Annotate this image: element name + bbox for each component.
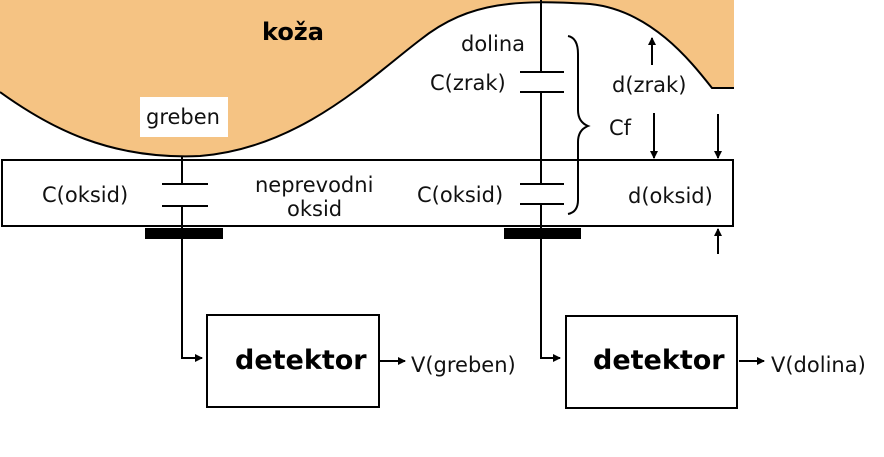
d-air-label: d(zrak) [612, 73, 686, 97]
valley-electrode [504, 228, 581, 239]
ridge-signal-wire [181, 239, 203, 362]
c-oxide-left-label: C(oksid) [42, 183, 128, 207]
detector-valley: detektor V(dolina) [565, 315, 866, 409]
valley-column: dolina C(zrak) C(oksid) [417, 0, 581, 362]
ridge-label-box [140, 97, 228, 137]
detector-valley-label: detektor [593, 345, 725, 376]
skin-label: koža [262, 18, 324, 46]
cf-brace [567, 35, 591, 215]
c-oxide-right-label: C(oksid) [417, 183, 503, 207]
valley-label: dolina [461, 32, 525, 56]
detector-valley-box [565, 315, 738, 409]
detector-ridge-label: detektor [235, 345, 367, 376]
skin-outline [0, 1, 734, 158]
detector-ridge-output: V(greben) [411, 353, 516, 377]
valley-signal-wire [540, 239, 561, 362]
c-air-label: C(zrak) [430, 71, 506, 95]
ridge-column: C(oksid) [42, 157, 223, 362]
detector-valley-output: V(dolina) [771, 353, 866, 377]
d-oxide-label: d(oksid) [628, 184, 713, 208]
oxide-label-line1: neprevodni [255, 173, 373, 197]
ridge-label: greben [146, 105, 220, 129]
oxide-label-line2: oksid [287, 197, 342, 221]
oxide-layer [1, 159, 734, 227]
detector-ridge: detektor V(greben) [206, 314, 516, 408]
detector-ridge-box [206, 314, 380, 408]
ridge-electrode [145, 228, 223, 239]
cf-label: Cf [609, 116, 632, 140]
